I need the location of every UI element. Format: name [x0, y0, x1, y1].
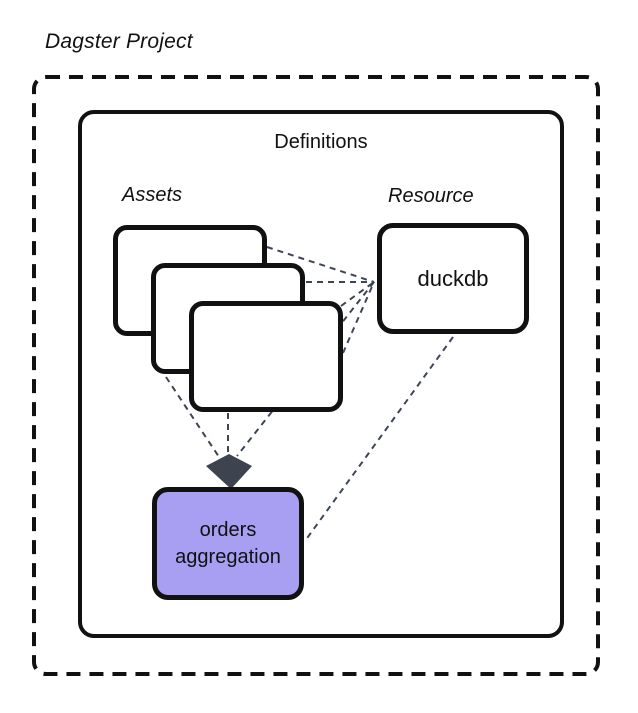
definitions-label: Definitions: [274, 131, 368, 153]
resource-group-label: Resource: [388, 185, 474, 207]
orders-aggregation-label: orders aggregation: [175, 518, 281, 568]
duckdb-node-label: duckdb: [417, 265, 489, 291]
orders-aggregation-node: orders aggregation: [152, 487, 304, 600]
asset-card-3: [189, 301, 343, 412]
assets-group-label: Assets: [122, 184, 183, 206]
duckdb-resource-node: duckdb: [377, 223, 529, 334]
diagram-title: Dagster Project: [45, 30, 193, 53]
